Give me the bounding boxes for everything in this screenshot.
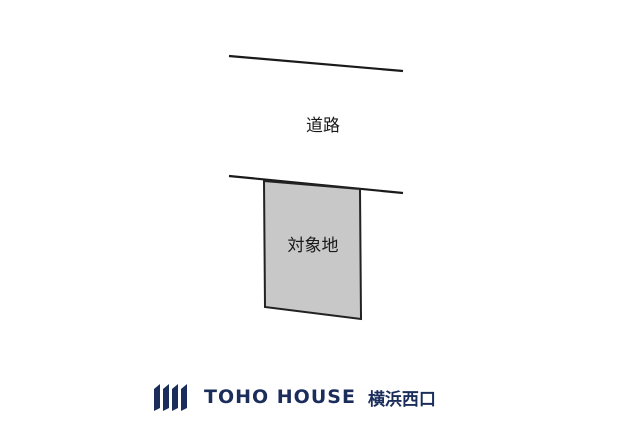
road-label: 道路 bbox=[306, 116, 340, 136]
target-lot bbox=[262, 179, 363, 321]
target-lot-label: 対象地 bbox=[288, 236, 339, 256]
toho-house-logo-icon bbox=[154, 384, 187, 411]
company-logo: TOHO HOUSE 横浜西口 bbox=[154, 380, 436, 414]
brand-name: TOHO HOUSE bbox=[204, 386, 356, 408]
road-upper-edge bbox=[228, 54, 404, 73]
branch-name: 横浜西口 bbox=[367, 389, 436, 410]
